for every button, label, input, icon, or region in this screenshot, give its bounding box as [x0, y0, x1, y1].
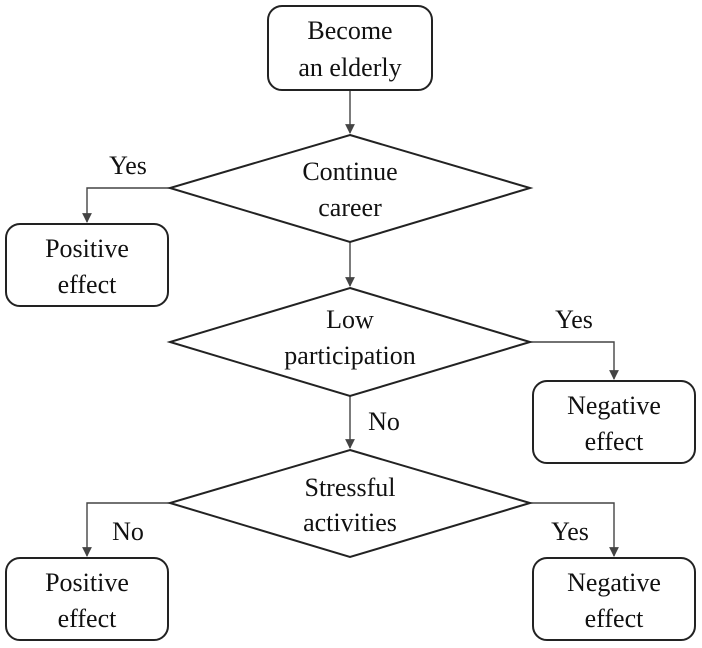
positive-effect-box-1-line1: Positive — [45, 234, 129, 263]
negative-effect-box-1-line2: effect — [585, 427, 644, 456]
decision-low-participation-line1: Low — [326, 305, 374, 334]
negative-effect-box-2-line1: Negative — [567, 568, 661, 597]
negative-effect-box-1: Negative effect — [532, 380, 696, 464]
start-node-line1: Become — [307, 16, 392, 45]
edge-participation-yes — [530, 341, 619, 380]
negative-effect-box-2-line2: effect — [585, 604, 644, 633]
decision-continue-career-line2: career — [318, 193, 382, 222]
decision-low-participation: Low participation — [166, 286, 534, 398]
decision-stressful-activities-line2: activities — [303, 508, 397, 537]
edge-label-participation-yes: Yes — [555, 305, 593, 334]
decision-continue-career-line1: Continue — [302, 157, 397, 186]
positive-effect-box-2-line2: effect — [58, 604, 117, 633]
edge-label-participation-no: No — [368, 407, 400, 436]
decision-stressful-activities: Stressful activities — [166, 448, 534, 559]
positive-effect-box-1-line2: effect — [58, 270, 117, 299]
edge-career-yes — [82, 187, 170, 223]
positive-effect-box-2: Positive effect — [5, 557, 169, 641]
start-node: Become an elderly — [267, 5, 433, 91]
edge-stressful-yes — [530, 502, 619, 557]
edge-label-career-yes: Yes — [109, 151, 147, 180]
positive-effect-box-2-line1: Positive — [45, 568, 129, 597]
decision-stressful-activities-line1: Stressful — [305, 473, 396, 502]
edge-stressful-no — [82, 502, 170, 557]
positive-effect-box-1: Positive effect — [5, 223, 169, 307]
start-node-line2: an elderly — [298, 53, 401, 82]
edge-label-stressful-no: No — [112, 517, 144, 546]
decision-continue-career: Continue career — [166, 133, 534, 244]
negative-effect-box-2: Negative effect — [532, 557, 696, 641]
decision-low-participation-line2: participation — [284, 341, 415, 370]
negative-effect-box-1-line1: Negative — [567, 391, 661, 420]
edge-label-stressful-yes: Yes — [551, 517, 589, 546]
